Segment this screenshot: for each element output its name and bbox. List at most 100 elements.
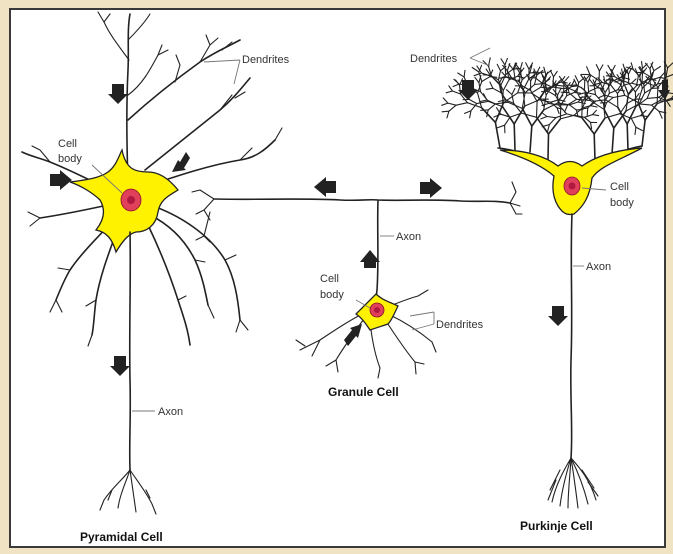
purkinje-dendrite-branch <box>589 88 597 92</box>
purkinje-dendrite-branch <box>569 105 576 110</box>
purkinje-dendrite-branch <box>561 92 569 93</box>
purkinje-dendrite-branch <box>488 104 495 110</box>
purkinje-dendrite-branch <box>530 126 532 152</box>
purkinje-dendrite-branch <box>503 80 509 91</box>
purkinje-dendrite-branch <box>642 73 643 82</box>
purkinje-dendrite-branch <box>460 85 461 94</box>
purkinje-nucleolus <box>569 183 576 190</box>
purkinje-cell-body-label-line2: body <box>610 197 634 209</box>
purkinje-dendrite-branch <box>594 100 606 101</box>
granule-cell-body-label-line1: Cell <box>320 273 339 285</box>
purkinje-dendrite-branch <box>520 63 522 70</box>
purkinje-dendrite-branch <box>638 88 642 102</box>
purkinje-dendritic-tree <box>442 58 673 160</box>
purkinje-dendrite-branch <box>558 88 562 95</box>
granule-parallel-fiber <box>214 199 510 203</box>
purkinje-dendrite-branch <box>638 103 645 121</box>
purkinje-dendrite-branch <box>610 77 611 85</box>
purkinje-dendrite-branch <box>594 134 595 160</box>
purkinje-dendrite-branch <box>501 59 505 65</box>
purkinje-dendrite-branch <box>650 69 651 78</box>
granule-dendrites-leader <box>410 312 434 330</box>
purkinje-dendrite-branch <box>645 104 657 121</box>
purkinje-dendrite-branch <box>660 72 665 77</box>
pyramidal-arrow-apical <box>108 84 128 104</box>
purkinje-dendrite-branch <box>446 91 452 93</box>
purkinje-dendrite-branch <box>452 91 460 94</box>
purkinje-dendrite-branch <box>574 79 577 85</box>
granule-arrow-right <box>420 178 442 198</box>
granule-fiber-terminals <box>192 182 522 242</box>
purkinje-dendrites-label: Dendrites <box>410 53 458 65</box>
purkinje-dendrite-branch <box>442 111 449 112</box>
pyramidal-arrow-right <box>172 152 190 172</box>
purkinje-dendrite-branch <box>542 113 547 117</box>
purkinje-dendrite-branch <box>449 86 453 91</box>
purkinje-dendrite-branch <box>542 91 549 92</box>
purkinje-axon <box>571 214 572 458</box>
purkinje-dendrite-branch <box>642 120 645 146</box>
purkinje-dendrite-branch <box>642 62 643 69</box>
purkinje-dendrite-branch <box>551 71 554 77</box>
purkinje-dendrite-branch <box>489 58 491 66</box>
purkinje-dendrite-branch <box>541 117 547 119</box>
purkinje-dendrite-branch <box>647 97 658 98</box>
granule-cell: Axon Cell body Dendrites Granule Cell <box>192 177 522 399</box>
granule-dendrites-label: Dendrites <box>436 319 484 331</box>
purkinje-dendrite-branch <box>632 79 636 83</box>
purkinje-dendrite-branch <box>588 83 589 92</box>
purkinje-dendrites-leader <box>470 48 490 66</box>
purkinje-dendrite-branch <box>447 111 449 118</box>
purkinje-dendrite-branch <box>635 127 636 134</box>
pyramidal-dendrites-label: Dendrites <box>242 54 290 66</box>
purkinje-dendrite-branch <box>449 105 456 111</box>
purkinje-dendrite-branch <box>553 87 561 88</box>
purkinje-dendrite-branch <box>487 100 496 104</box>
purkinje-cell-title: Purkinje Cell <box>520 519 593 533</box>
pyramidal-arrow-left <box>50 170 72 190</box>
purkinje-dendrite-branch <box>596 83 603 85</box>
purkinje-axon-terminals <box>548 458 598 508</box>
pyramidal-axon <box>130 232 131 470</box>
purkinje-dendrite-branch <box>594 85 595 95</box>
purkinje-dendrite-branch <box>605 95 614 97</box>
purkinje-dendrite-branch <box>588 101 594 108</box>
purkinje-dendrite-branch <box>544 95 547 110</box>
purkinje-dendrite-branch <box>639 104 651 105</box>
granule-arrow-dendrite <box>344 324 362 346</box>
granule-arrow-left <box>314 177 336 197</box>
purkinje-dendrite-branch <box>612 128 614 154</box>
granule-cell-title: Granule Cell <box>328 385 399 399</box>
purkinje-dendrite-branch <box>495 122 500 148</box>
purkinje-dendrite-branch <box>596 65 599 71</box>
purkinje-dendrite-branch <box>548 134 549 160</box>
purkinje-dendrite-branch <box>477 101 488 103</box>
purkinje-dendrite-branch <box>535 78 543 84</box>
purkinje-dendrite-branch <box>554 72 558 77</box>
granule-nucleolus <box>374 307 380 313</box>
purkinje-dendrite-branch <box>503 91 504 107</box>
purkinje-dendrite-branch <box>591 106 598 107</box>
purkinje-dendrite-branch <box>537 101 538 117</box>
purkinje-dendrite-branch <box>497 64 500 70</box>
purkinje-dendrite-branch <box>631 116 640 119</box>
purkinje-dendrite-branch <box>514 103 522 113</box>
purkinje-dendrite-branch <box>668 63 673 68</box>
purkinje-dendrite-branch <box>454 79 459 84</box>
purkinje-dendrite-branch <box>585 115 593 118</box>
purkinje-dendrite-branch <box>664 61 667 68</box>
purkinje-dendrite-branch <box>592 110 596 114</box>
pyramidal-cell: Dendrites Cell body Axon Pyramidal Cell <box>22 12 290 544</box>
purkinje-dendrite-branch <box>482 77 490 82</box>
purkinje-dendrite-branch <box>504 93 518 103</box>
purkinje-cell: Dendrites Cell body Axon Purkinje Cell <box>410 48 673 533</box>
purkinje-dendrite-branch <box>604 110 614 129</box>
purkinje-dendrite-branch <box>650 81 651 89</box>
purkinje-dendrite-branch <box>495 102 507 104</box>
purkinje-dendrite-branch <box>487 110 489 117</box>
purkinje-dendrite-branch <box>591 122 592 128</box>
pyramidal-axon-terminals <box>100 470 156 514</box>
purkinje-dendrite-branch <box>509 64 514 70</box>
purkinje-dendrite-branch <box>644 73 652 78</box>
